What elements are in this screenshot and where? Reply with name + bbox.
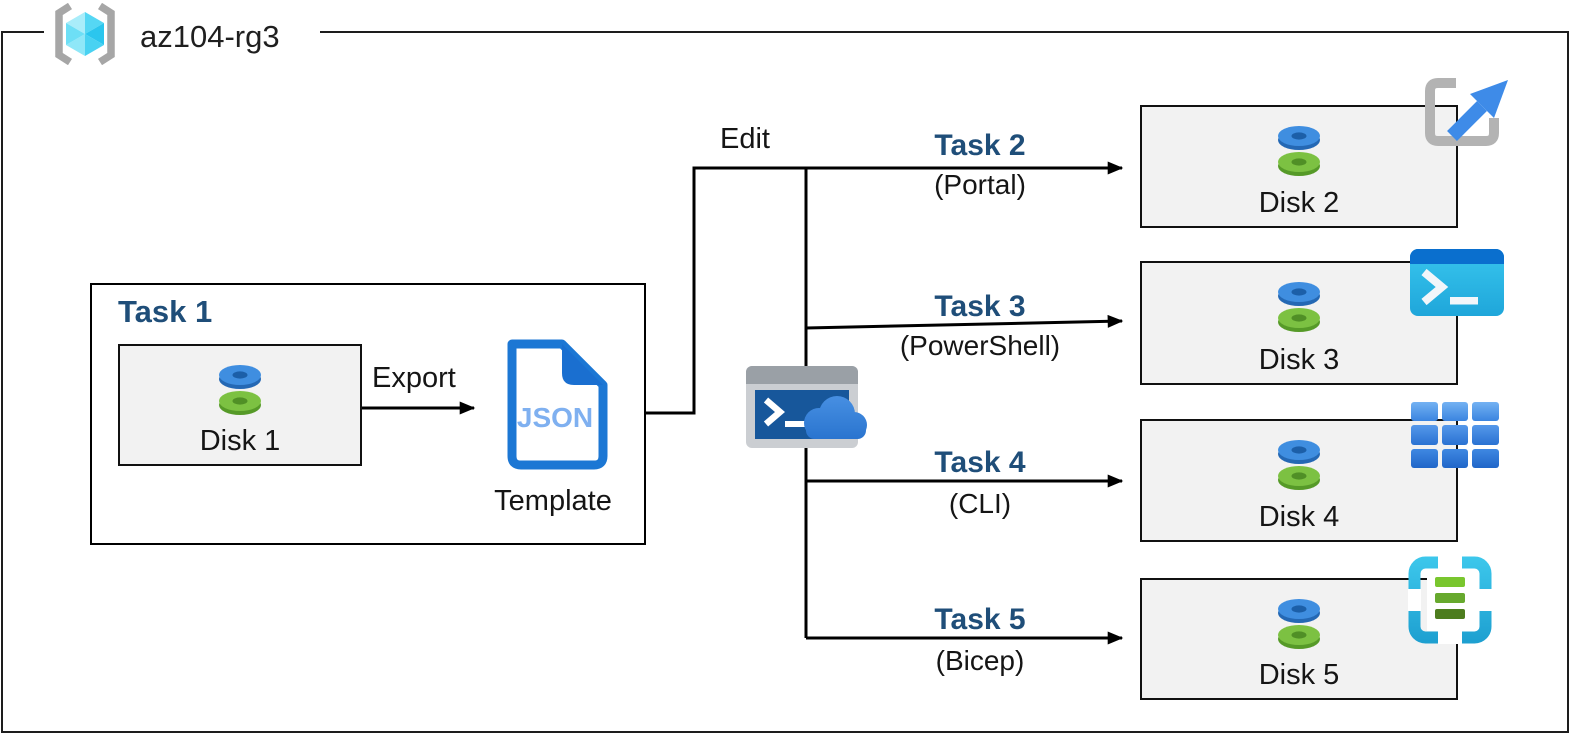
task4-label: Task 4 [934,446,1026,479]
disk5-box: Disk 5 [1140,578,1458,700]
disk-icon [1278,599,1320,649]
terminal-titlebar [746,366,858,384]
disk2-label: Disk 2 [1258,187,1340,219]
disk1-label: Disk 1 [199,425,281,457]
resource-group-frame [1,31,1569,733]
disk5-label: Disk 5 [1258,659,1340,691]
cloud-shell-icon [746,366,867,448]
powershell-titlebar [1410,249,1504,264]
resource-group-name: az104-rg3 [140,19,280,54]
json-file-icon: JSON [507,339,608,470]
edit-label: Edit [720,123,770,155]
task2-method: (Portal) [934,169,1026,200]
task5-label: Task 5 [934,603,1026,636]
disk3-label: Disk 3 [1258,344,1340,376]
cloud-icon [804,396,867,439]
disk-icon [1278,126,1320,176]
disk-icon [1278,282,1320,332]
task2-label: Task 2 [934,129,1026,162]
frame-title-gap [44,27,320,37]
template-caption: Template [494,485,612,517]
export-label: Export [372,362,456,394]
disk4-label: Disk 4 [1258,501,1340,533]
bicep-icon [1408,556,1492,644]
task3-label: Task 3 [934,290,1026,323]
disk1-box: Disk 1 [118,344,362,466]
task3-method: (PowerShell) [899,330,1061,361]
disk3-box: Disk 3 [1140,261,1458,385]
disk-icon [219,365,261,415]
task5-method: (Bicep) [935,645,1025,676]
terminal-prompt-glyph [1421,268,1478,306]
disk4-box: Disk 4 [1140,419,1458,542]
task1-title: Task 1 [118,294,213,329]
disk-icon [1278,440,1320,490]
resource-group-icon [55,3,115,65]
json-badge: JSON [517,402,593,433]
powershell-icon [1410,249,1504,316]
disk2-box: Disk 2 [1140,105,1458,228]
portal-icon [1425,78,1508,146]
task4-method: (CLI) [948,488,1012,519]
cli-icon [1411,402,1499,468]
